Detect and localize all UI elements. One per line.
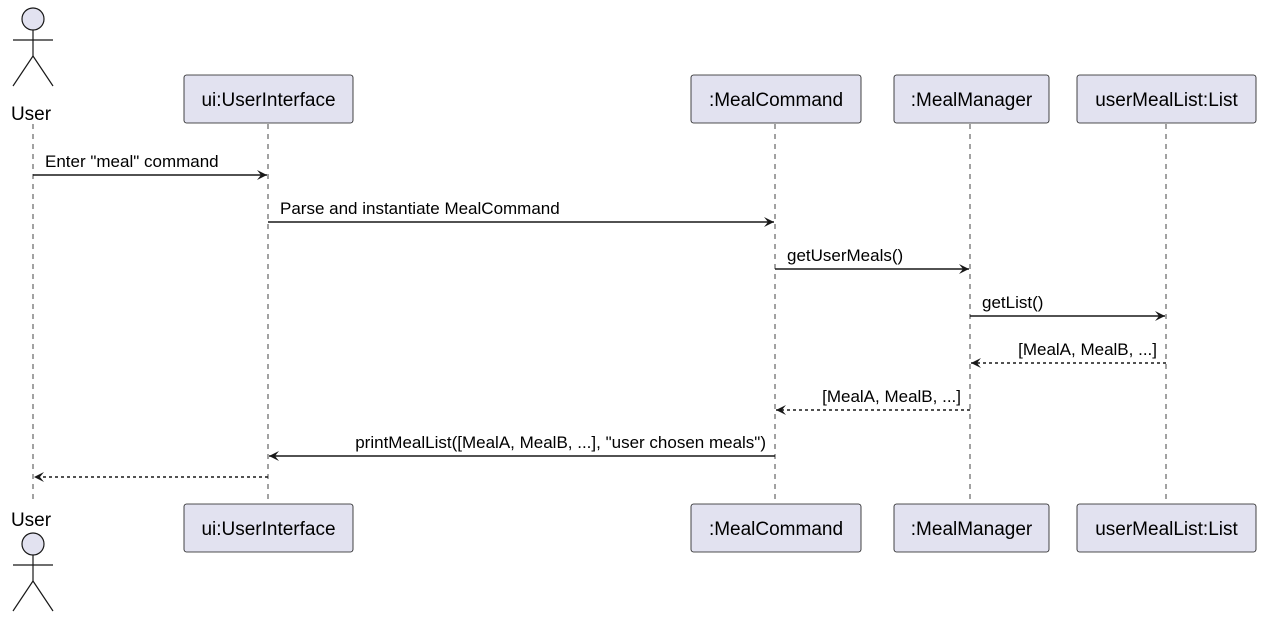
participant-label: :MealManager [911, 519, 1033, 540]
participant-ui-bottom: ui:UserInterface [183, 503, 354, 553]
participant-label: ui:UserInterface [201, 90, 335, 111]
actor-head-icon [21, 532, 45, 556]
participant-box [1076, 74, 1257, 124]
message-3: getUserMeals() [775, 246, 969, 274]
participant-usermeallist-bottom: userMealList:List [1076, 503, 1257, 553]
participant-label: userMealList:List [1095, 90, 1238, 111]
participant-box [893, 74, 1050, 124]
participant-label: userMealList:List [1095, 519, 1238, 540]
participant-label: :MealCommand [709, 90, 843, 111]
participant-user-bottom: User [11, 510, 54, 612]
message-label: [MealA, MealB, ...] [822, 387, 961, 406]
actor-legs [12, 579, 54, 612]
message-label: Parse and instantiate MealCommand [280, 199, 560, 218]
participant-label: :MealCommand [709, 519, 843, 540]
actor-label: User [11, 510, 52, 531]
message-7: printMealList([MealA, MealB, ...], "user… [269, 433, 775, 461]
actor-legs [12, 54, 54, 87]
message-5: [MealA, MealB, ...] [971, 340, 1166, 368]
participant-box [893, 503, 1050, 553]
participant-box [690, 503, 862, 553]
participant-label: ui:UserInterface [201, 519, 335, 540]
participant-ui-top: ui:UserInterface [183, 74, 354, 124]
message-label: getUserMeals() [787, 246, 903, 265]
participant-box [1076, 503, 1257, 553]
lifelines [32, 124, 1167, 503]
message-label: getList() [982, 293, 1043, 312]
participant-box [183, 74, 354, 124]
participant-mealcommand-bottom: :MealCommand [690, 503, 862, 553]
message-1: Enter "meal" command [33, 152, 267, 180]
message-4: getList() [970, 293, 1165, 321]
message-2: Parse and instantiate MealCommand [268, 199, 774, 227]
participant-mealmanager-top: :MealManager [893, 74, 1050, 124]
actor-head-icon [21, 7, 45, 31]
participant-mealcommand-top: :MealCommand [690, 74, 862, 124]
participant-usermeallist-top: userMealList:List [1076, 74, 1257, 124]
message-label: [MealA, MealB, ...] [1018, 340, 1157, 359]
message-label: printMealList([MealA, MealB, ...], "user… [355, 433, 766, 452]
participant-mealmanager-bottom: :MealManager [893, 503, 1050, 553]
participants: UserUserui:UserInterfaceui:UserInterface… [11, 7, 1257, 612]
participant-label: :MealManager [911, 90, 1033, 111]
participant-box [183, 503, 354, 553]
participant-box [690, 74, 862, 124]
message-label: Enter "meal" command [45, 152, 219, 171]
actor-label: User [11, 104, 52, 125]
participant-user-top: User [11, 7, 54, 125]
message-6: [MealA, MealB, ...] [776, 387, 970, 415]
